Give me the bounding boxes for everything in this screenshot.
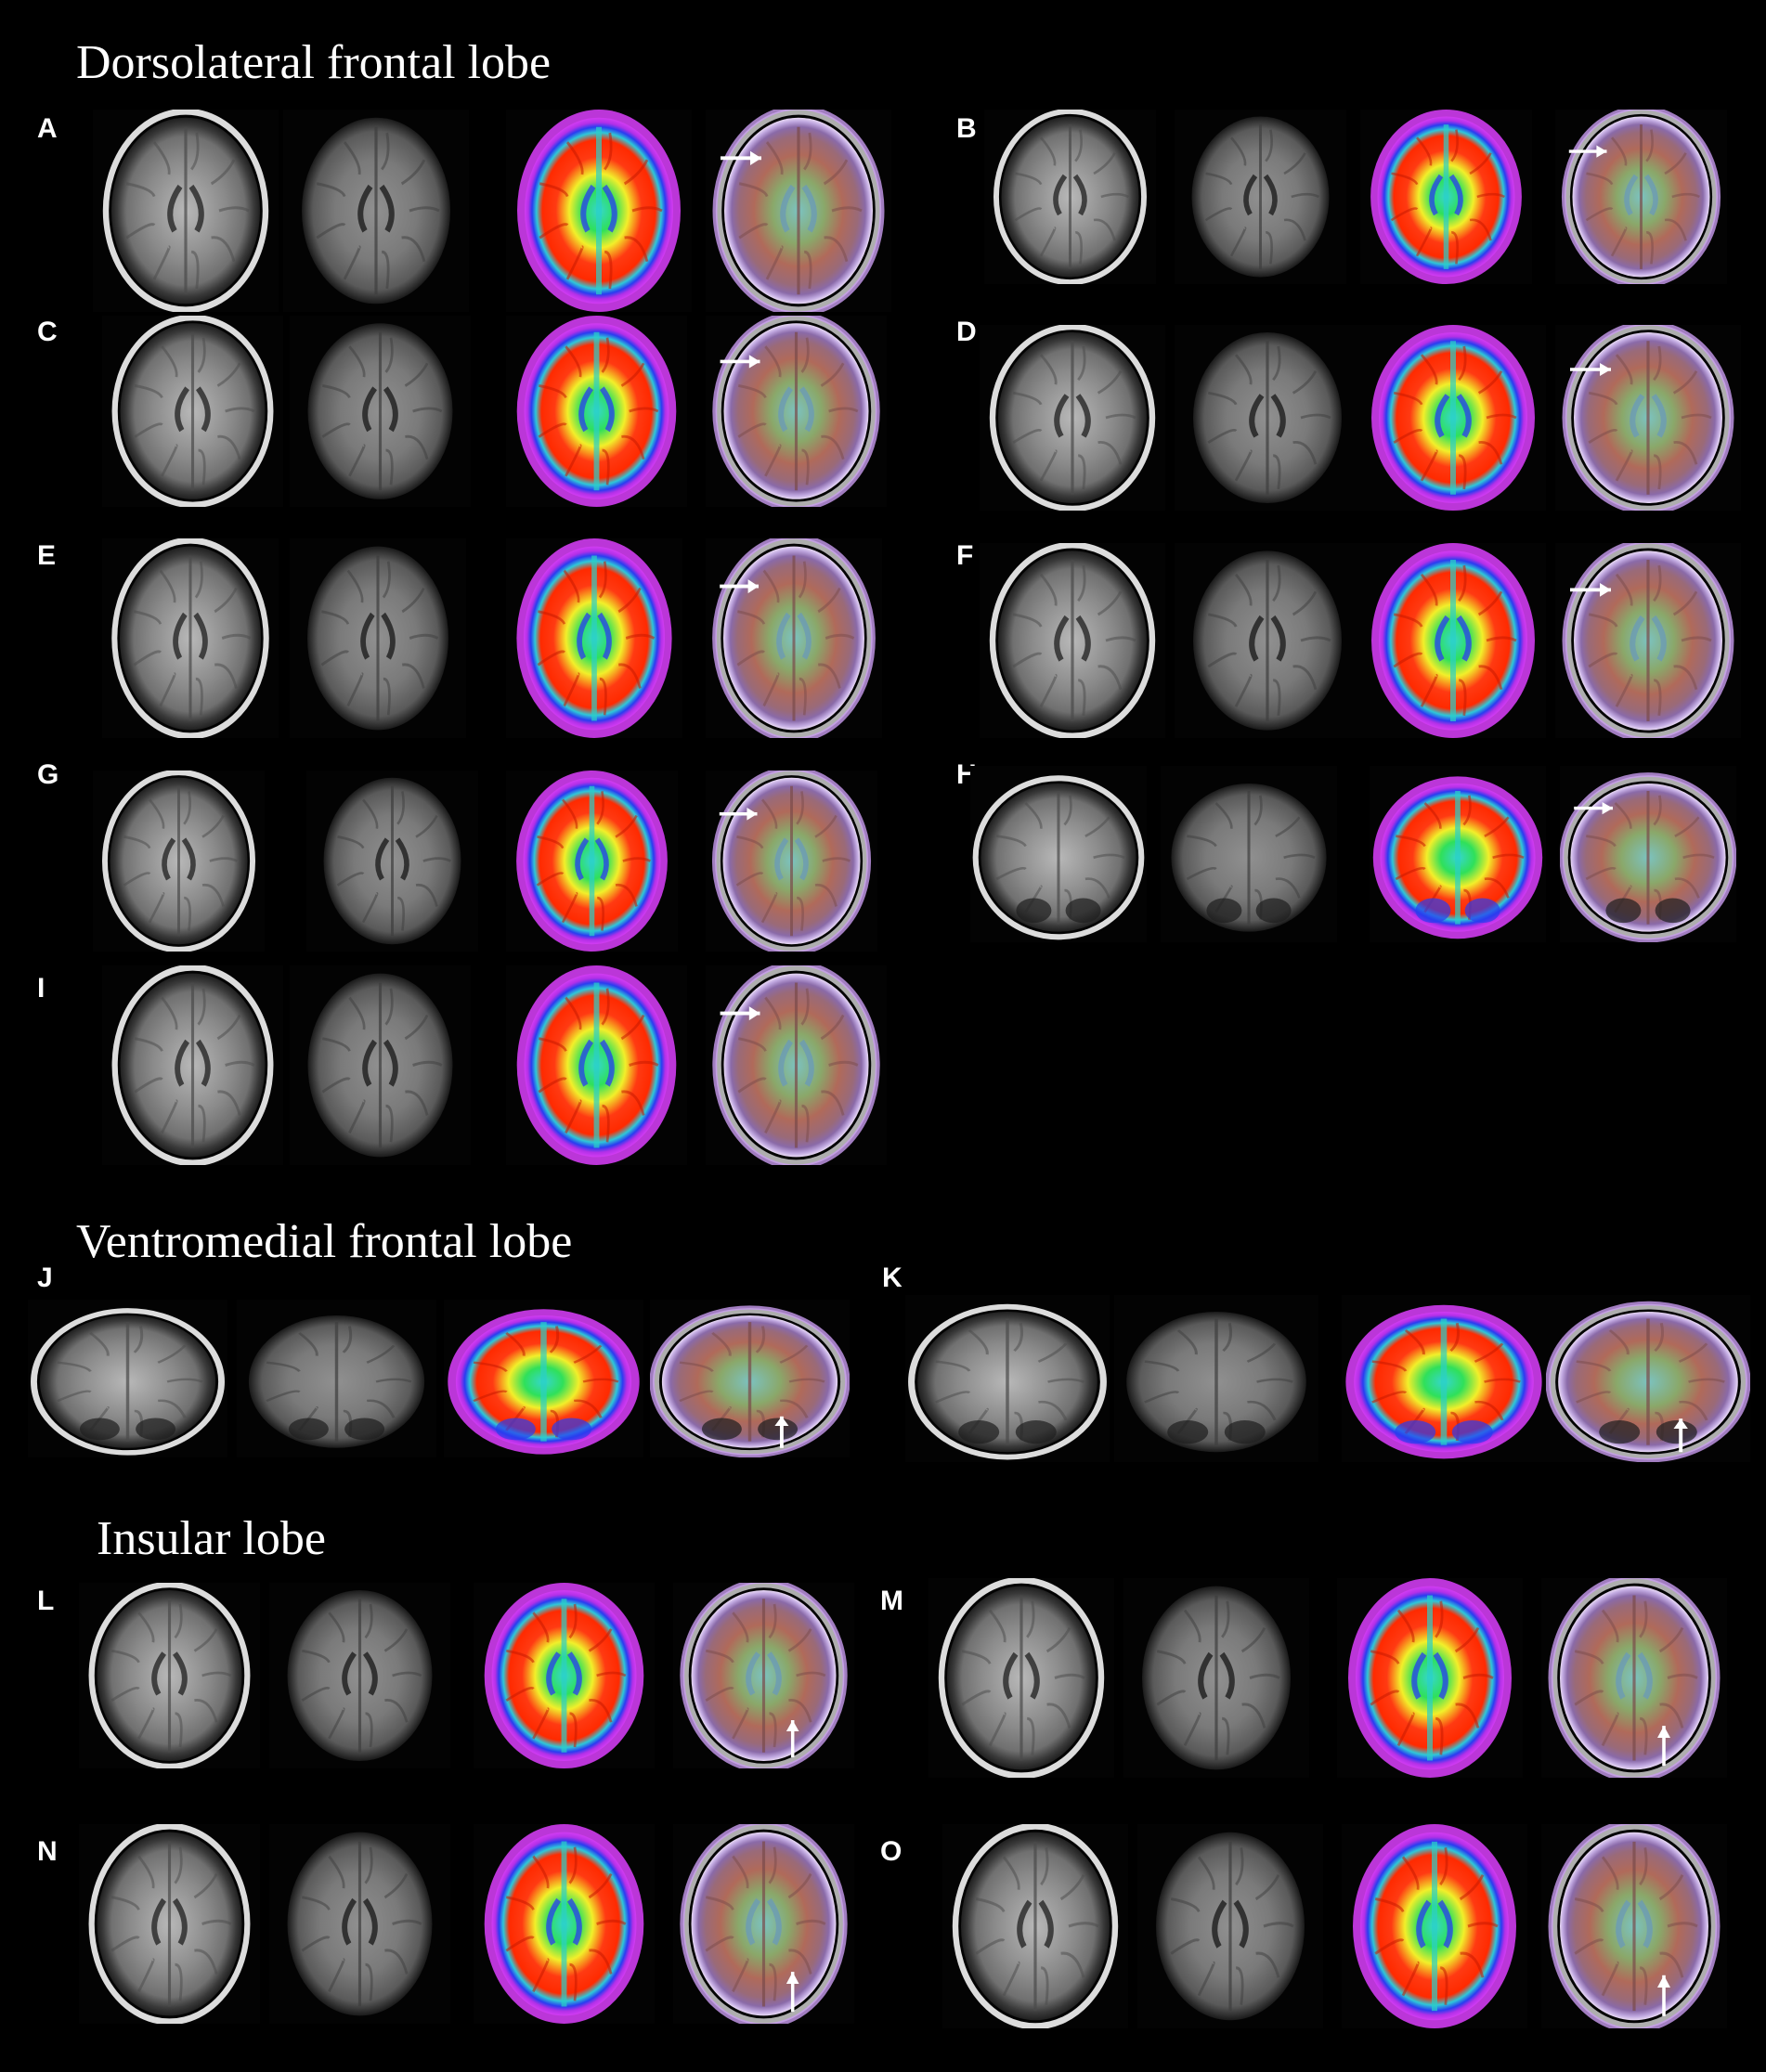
panel-b-t1-mri-image: [984, 110, 1156, 284]
panel-c-t1-mri-image: [102, 316, 283, 507]
panel-h-flair-mri-image: [1161, 766, 1337, 942]
panel-f-pet-image: [1360, 543, 1546, 738]
lesion-arrow-icon: [1570, 363, 1611, 376]
panel-g-fusion-image: [706, 771, 877, 952]
panel-i-pet-image: [506, 965, 687, 1165]
panel-label-o: O: [880, 1836, 902, 1867]
panel-m-t1-mri-image: [928, 1578, 1114, 1778]
lesion-arrow-icon: [786, 1972, 799, 2013]
panel-label-e: E: [37, 540, 57, 571]
panel-i-t1-mri-image: [102, 965, 283, 1165]
panel-n-pet-image: [474, 1824, 655, 2024]
panel-l-flair-mri-image: [269, 1583, 450, 1768]
panel-j-pet-image: [444, 1300, 643, 1457]
section-title-insular: Insular lobe: [97, 1512, 326, 1565]
panel-o-flair-mri-image: [1137, 1824, 1323, 2028]
panel-j-flair-mri-image: [237, 1300, 436, 1457]
lesion-arrow-icon: [1570, 583, 1611, 597]
panel-g-pet-image: [506, 771, 678, 952]
panel-l-pet-image: [474, 1583, 655, 1768]
panel-label-a: A: [37, 113, 58, 144]
panel-d-t1-mri-image: [980, 325, 1165, 511]
panel-m-pet-image: [1337, 1578, 1523, 1778]
panel-j-fusion-image: [650, 1300, 850, 1457]
panel-f-t1-mri-image: [980, 543, 1165, 738]
panel-b-fusion-image: [1555, 110, 1727, 284]
lesion-arrow-icon: [1568, 145, 1607, 158]
panel-label-g: G: [37, 759, 59, 790]
panel-l-t1-mri-image: [79, 1583, 260, 1768]
section-title-dorsolateral: Dorsolateral frontal lobe: [76, 36, 552, 89]
panel-a-flair-mri-image: [283, 110, 469, 312]
panel-k-pet-image: [1342, 1295, 1546, 1462]
panel-label-i: I: [37, 973, 45, 1004]
panel-a-t1-mri-image: [93, 110, 279, 312]
panel-l-fusion-image: [673, 1583, 854, 1768]
panel-e-flair-mri-image: [290, 538, 466, 738]
lesion-arrow-icon: [721, 150, 761, 165]
panel-g-flair-mri-image: [306, 771, 478, 952]
lesion-arrow-icon: [786, 1720, 799, 1757]
lesion-arrow-icon: [774, 1416, 789, 1448]
panel-n-fusion-image: [673, 1824, 854, 2024]
panel-f-fusion-image: [1555, 543, 1741, 738]
panel-f-flair-mri-image: [1175, 543, 1360, 738]
panel-k-t1-mri-image: [905, 1295, 1110, 1462]
panel-o-t1-mri-image: [942, 1824, 1128, 2028]
panel-d-fusion-image: [1555, 325, 1741, 511]
lesion-arrow-icon: [1673, 1418, 1688, 1453]
panel-label-j: J: [37, 1263, 53, 1293]
panel-c-flair-mri-image: [290, 316, 471, 507]
panel-c-pet-image: [506, 316, 687, 507]
panel-label-k: K: [882, 1263, 902, 1293]
lesion-arrow-icon: [1657, 1726, 1670, 1767]
lesion-arrow-icon: [720, 1006, 760, 1021]
panel-label-c: C: [37, 317, 58, 347]
lesion-arrow-icon: [1574, 801, 1613, 815]
panel-label-n: N: [37, 1836, 58, 1867]
lesion-arrow-icon: [720, 579, 759, 594]
panel-o-pet-image: [1342, 1824, 1527, 2028]
panel-h-fusion-image: [1560, 766, 1736, 942]
panel-n-flair-mri-image: [269, 1824, 450, 2024]
panel-label-l: L: [37, 1586, 55, 1616]
panel-e-pet-image: [506, 538, 682, 738]
panel-label-d: D: [956, 317, 977, 347]
panel-k-fusion-image: [1546, 1295, 1750, 1462]
panel-i-fusion-image: [706, 965, 887, 1165]
panel-m-flair-mri-image: [1123, 1578, 1309, 1778]
panel-j-t1-mri-image: [28, 1300, 227, 1457]
panel-a-pet-image: [506, 110, 692, 312]
panel-o-fusion-image: [1541, 1824, 1727, 2028]
panel-b-pet-image: [1360, 110, 1532, 284]
panel-a-fusion-image: [706, 110, 891, 312]
panel-h-pet-image: [1370, 766, 1546, 942]
panel-g-t1-mri-image: [93, 771, 265, 952]
panel-d-flair-mri-image: [1175, 325, 1360, 511]
panel-h-t1-mri-image: [970, 766, 1147, 942]
panel-d-pet-image: [1360, 325, 1546, 511]
section-title-ventromedial: Ventromedial frontal lobe: [76, 1215, 573, 1268]
panel-c-fusion-image: [706, 316, 887, 507]
panel-n-t1-mri-image: [79, 1824, 260, 2024]
panel-e-t1-mri-image: [102, 538, 279, 738]
lesion-arrow-icon: [720, 355, 760, 369]
panel-e-fusion-image: [706, 538, 882, 738]
lesion-arrow-icon: [719, 807, 758, 821]
lesion-arrow-icon: [1657, 1975, 1670, 2016]
panel-label-b: B: [956, 113, 977, 144]
panel-label-f: F: [956, 540, 974, 571]
panel-b-flair-mri-image: [1175, 110, 1346, 284]
panel-i-flair-mri-image: [290, 965, 471, 1165]
panel-k-flair-mri-image: [1114, 1295, 1318, 1462]
panel-label-m: M: [880, 1586, 903, 1616]
panel-m-fusion-image: [1541, 1578, 1727, 1778]
